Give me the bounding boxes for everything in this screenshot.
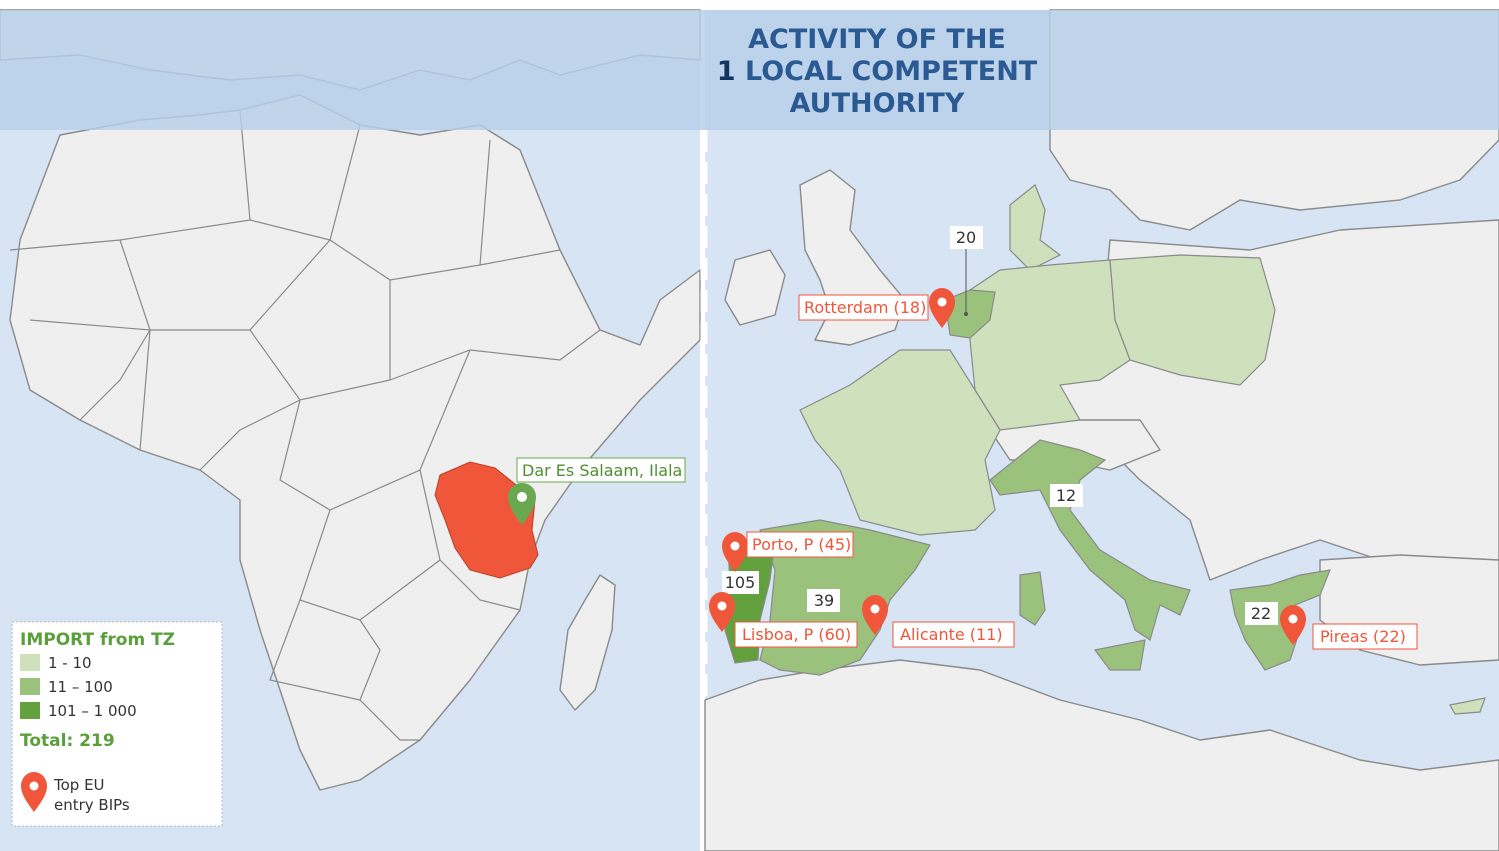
sicily (1093, 639, 1146, 671)
alicante-pin-icon (862, 595, 888, 635)
legend-swatch-1 (20, 654, 40, 671)
porto-label-box (746, 531, 854, 558)
value-italy: 12 (1056, 486, 1076, 505)
ireland (724, 249, 786, 326)
title-line-3: AUTHORITY (790, 88, 965, 119)
netherlands (944, 289, 996, 339)
pireas-pin-icon (1280, 605, 1306, 645)
page-title: ACTIVITY OF THE 1 LOCAL COMPETENT AUTHOR… (717, 24, 1038, 119)
value-box-spain (807, 589, 840, 612)
cyprus (1449, 697, 1486, 715)
dar-es-salaam-label-box (516, 457, 686, 483)
dar-es-salaam-label: Dar Es Salaam, Ilala (522, 461, 682, 480)
rotterdam-pin-icon (929, 288, 955, 328)
north-africa (704, 659, 1499, 851)
value-box-portugal (722, 571, 759, 594)
value-portugal: 105 (725, 573, 756, 592)
value-greece: 22 (1251, 604, 1271, 623)
legend-swatch-2 (20, 678, 40, 695)
sardinia (1019, 571, 1046, 626)
africa-landmass (9, 94, 701, 791)
title-band (0, 10, 1499, 130)
title-number: 1 (717, 56, 736, 87)
lisboa-pin-icon (709, 592, 735, 632)
alicante-label: Alicante (11) (900, 625, 1003, 644)
country-value-labels: 20 12 105 39 22 (722, 226, 1278, 625)
value-netherlands: 20 (956, 228, 976, 247)
legend-class-2: 11 – 100 (48, 678, 113, 696)
value-box-netherlands (950, 226, 983, 249)
legend-total-label: Total: (20, 731, 73, 751)
porto-label: Porto, P (45) (752, 535, 851, 554)
legend-class-1: 1 - 10 (48, 654, 92, 672)
africa-borders (9, 109, 601, 741)
rotterdam-label-box (798, 294, 929, 321)
legend: IMPORT from TZ 1 - 10 11 – 100 101 – 1 0… (11, 621, 223, 827)
value-box-greece (1245, 602, 1278, 625)
leader-dot-netherlands (964, 312, 968, 316)
denmark (1009, 184, 1062, 271)
france (799, 349, 1001, 536)
legend-pin-caption-1: Top EU (53, 776, 105, 794)
legend-swatch-3 (20, 702, 40, 719)
rotterdam-label: Rotterdam (18) (804, 298, 926, 317)
lisboa-label: Lisboa, P (60) (742, 625, 851, 644)
porto-pin-icon (722, 532, 748, 572)
bip-markers: Rotterdam (18) Porto, P (45) Lisboa, P (… (709, 288, 1418, 650)
pireas-label-box (1312, 623, 1418, 650)
title-line-2: 1 LOCAL COMPETENT (717, 56, 1038, 87)
legend-total: Total: 219 (20, 731, 115, 751)
lisboa-label-box (734, 621, 858, 648)
legend-pin-icon (21, 772, 47, 812)
alicante-label-box (892, 621, 1015, 648)
value-spain: 39 (814, 591, 834, 610)
legend-box (11, 621, 223, 827)
madagascar (559, 574, 616, 711)
title-line-2-text: LOCAL COMPETENT (745, 56, 1038, 87)
italy (989, 439, 1191, 641)
legend-pin-caption-2: entry BIPs (54, 796, 130, 814)
poland (1109, 254, 1276, 386)
value-box-italy (1050, 484, 1083, 507)
dar-es-salaam-pin-icon (508, 483, 536, 525)
legend-class-3: 101 – 1 000 (48, 702, 137, 720)
pireas-label: Pireas (22) (1320, 627, 1406, 646)
title-line-1: ACTIVITY OF THE (748, 24, 1006, 55)
legend-title: IMPORT from TZ (20, 630, 175, 650)
legend-total-value: 219 (79, 731, 115, 751)
